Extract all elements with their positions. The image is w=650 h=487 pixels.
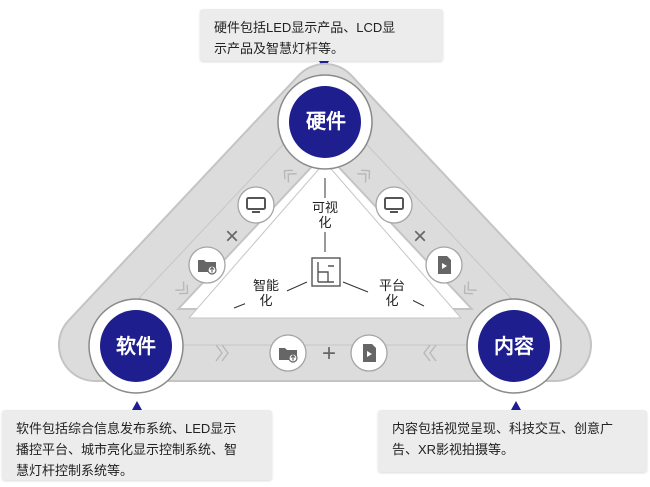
hardware-description: 硬件包括LED显示产品、LCD显 示产品及智慧灯杆等。: [200, 9, 443, 61]
left-monitor-badge: [237, 186, 275, 224]
visualization-label: 可视 化: [309, 200, 341, 230]
bottom-video-badge: [350, 334, 388, 372]
chevron-right-icon: [463, 281, 477, 295]
chevron-group: [175, 169, 477, 362]
software-description-line: 播控平台、城市亮化显示控制系统、智: [16, 442, 238, 457]
folder-upload-icon: [278, 347, 298, 363]
software-description-line: 软件包括综合信息发布系统、LED显示: [16, 421, 237, 436]
triangle-band: [58, 63, 592, 382]
cross-symbol: ×: [225, 223, 239, 250]
chevron-right-icon: [215, 344, 229, 362]
intelligence-label: 智能 化: [245, 278, 287, 308]
visualization-label-line: 化: [318, 215, 332, 230]
hardware-description-line: 硬件包括LED显示产品、LCD显: [214, 20, 396, 35]
software-node-label: 软件: [116, 336, 156, 358]
content-node: [466, 298, 562, 394]
platform-label: 平台 化: [371, 278, 413, 308]
layout-icon: [311, 257, 341, 287]
content-description-line: 告、XR影视拍摄等。: [392, 442, 515, 457]
content-description: 内容包括视觉呈现、科技交互、创意广 告、XR影视拍摄等。: [378, 410, 647, 472]
chevron-left-icon: [423, 344, 437, 362]
chevron-left-icon: [175, 281, 189, 295]
content-description-line: 内容包括视觉呈现、科技交互、创意广: [392, 421, 614, 436]
visualization-label-line: 可视: [311, 200, 338, 215]
right-monitor-badge: [375, 186, 413, 224]
intelligence-label-line: 智能: [252, 278, 279, 293]
folder-upload-icon: [197, 259, 217, 275]
platform-label-line: 化: [385, 293, 399, 308]
plus-symbol: +: [322, 340, 336, 367]
content-pointer-icon: [511, 401, 521, 410]
software-node: [88, 298, 184, 394]
hardware-description-line: 示产品及智慧灯杆等。: [214, 41, 345, 56]
video-file-icon: [438, 256, 451, 274]
intelligence-label-line: 化: [259, 293, 273, 308]
cross-symbol: ×: [413, 223, 427, 250]
platform-label-line: 平台: [378, 278, 405, 293]
software-description-line: 慧灯杆控制系统等。: [16, 463, 134, 478]
video-file-icon: [363, 344, 376, 362]
content-node-label: 内容: [494, 336, 534, 358]
right-video-badge: [425, 246, 463, 284]
hardware-node: [277, 74, 373, 170]
software-pointer-icon: [132, 401, 142, 410]
chevron-left-icon: [283, 169, 297, 183]
software-description: 软件包括综合信息发布系统、LED显示 播控平台、城市亮化显示控制系统、智 慧灯杆…: [2, 410, 272, 480]
bottom-folder-badge: [269, 334, 307, 372]
left-folder-badge: [188, 246, 226, 284]
chevron-right-icon: [357, 169, 371, 183]
hardware-node-label: 硬件: [306, 111, 346, 133]
